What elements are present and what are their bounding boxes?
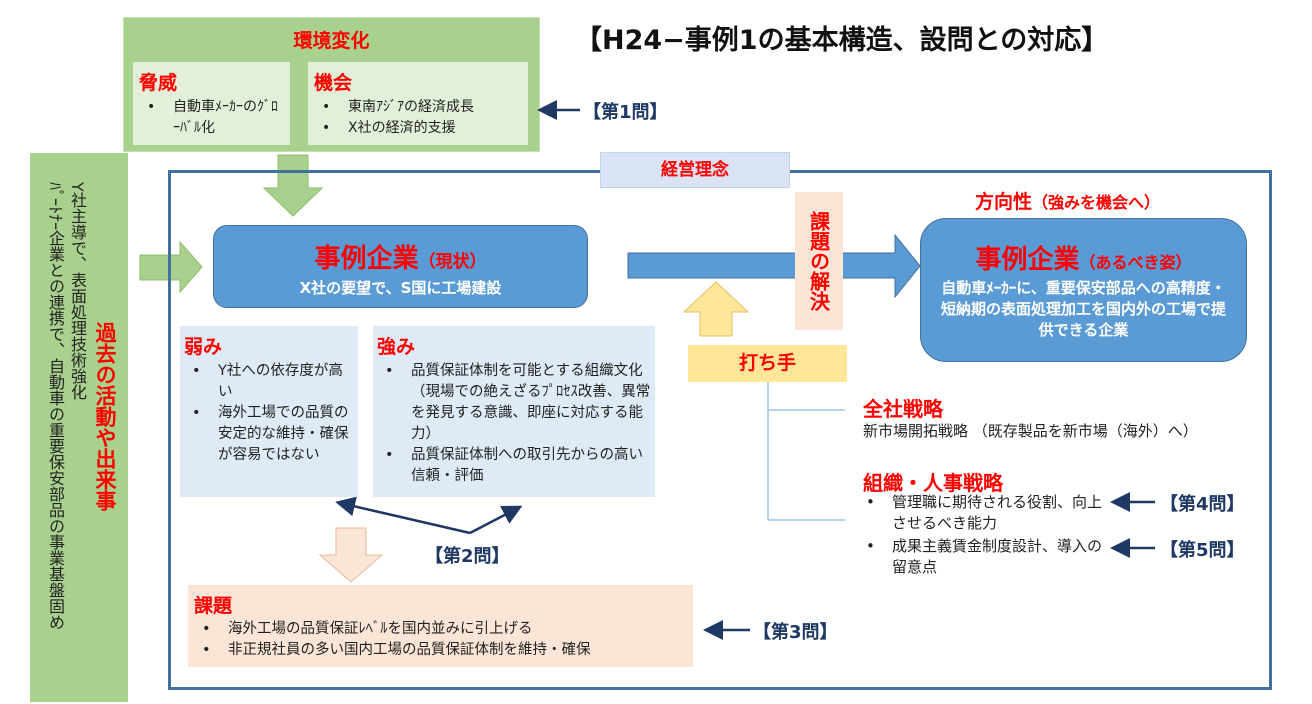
q2-arrow-left: [335, 496, 471, 535]
ideal-title: 事例企業: [975, 245, 1080, 275]
ideal-company-box: 事例企業（あるべき姿） 自動車ﾒｰｶｰに、重要保安部品への高精度・短納期の表面処…: [920, 218, 1247, 362]
opportunity-box: 機会 東南ｱｼﾞｱの経済成長X社の経済的支援: [308, 62, 528, 145]
q2-arrow-right: [469, 505, 523, 535]
hr-title: 組織・人事戦略: [863, 471, 1003, 495]
ideal-desc: 自動車ﾒｰｶｰに、重要保安部品への高精度・短納期の表面処理加工を国内外の工場で提…: [940, 279, 1226, 339]
issues-title: 課題: [194, 595, 233, 617]
measures-box: 打ち手: [688, 345, 847, 382]
strength-item: 品質保証体制を可能とする組織文化（現場での絶えざるﾌﾟﾛｾｽ改善、異常を発見する…: [377, 361, 651, 445]
strength-title: 強み: [377, 336, 416, 358]
up-arrow-yellow: [682, 281, 750, 337]
current-title: 事例企業: [314, 244, 419, 274]
issues-box: 課題 海外工場の品質保証ﾚﾍﾞﾙを国内並みに引上げる非正規社員の多い国内工場の品…: [188, 585, 693, 667]
threat-title: 脅威: [139, 72, 178, 94]
ideal-suffix: （あるべき姿）: [1079, 253, 1192, 272]
weakness-title: 弱み: [184, 336, 223, 358]
weakness-item: 海外工場での品質の安定的な維持・確保が容易ではない: [184, 403, 354, 466]
weakness-item: Y社への依存度が高い: [184, 361, 354, 403]
page-title: 【H24−事例1の基本構造、設問との対応】: [575, 25, 1109, 56]
big-right-arrow: [627, 233, 921, 299]
q4-label: 【第4問】: [1160, 494, 1245, 515]
issues-item: 非正規社員の多い国内工場の品質保証体制を維持・確保: [194, 640, 687, 661]
corporate-title: 全社戦略: [863, 397, 943, 421]
q5-label: 【第5問】: [1160, 540, 1245, 561]
solution-label: 課題の解決: [806, 211, 831, 311]
opportunity-title: 機会: [314, 72, 353, 94]
past-item: Y社主導で、表面処理技術強化: [68, 182, 87, 400]
environment-title: 環境変化: [293, 30, 370, 52]
direction-suffix: （強みを機会へ）: [1032, 193, 1161, 212]
q3-label: 【第3問】: [753, 622, 838, 643]
current-company-box: 事例企業（現状） X社の要望で、S国に工場建設: [213, 225, 588, 308]
philosophy-label: 経営理念: [661, 160, 729, 180]
past-items: Y社主導で、表面処理技術強化 ﾊﾟｰﾄﾅｰ企業との連携で、自動車の重要保安部品の…: [44, 158, 88, 698]
opportunity-item: X社の経済的支援: [314, 118, 522, 139]
solution-box: 課題の解決: [795, 192, 843, 330]
down-arrow-peach: [318, 527, 384, 583]
direction-label: 方向性: [975, 191, 1033, 213]
measures-label: 打ち手: [738, 352, 796, 374]
q2-label: 【第2問】: [425, 546, 510, 567]
hr-item: 管理職に期待される役割、向上させるべき能力: [858, 492, 1108, 534]
past-item: ﾊﾟｰﾄﾅｰ企業との連携で、自動車の重要保安部品の事業基盤固め: [46, 182, 65, 631]
past-box: [30, 153, 128, 702]
threat-box: 脅威 自動車ﾒｰｶｰのｸﾞﾛｰﾊﾞﾙ化: [133, 62, 290, 145]
strength-box: 強み 品質保証体制を可能とする組織文化（現場での絶えざるﾌﾟﾛｾｽ改善、異常を発…: [373, 326, 655, 497]
strength-item: 品質保証体制への取引先からの高い信頼・評価: [377, 445, 651, 487]
right-arrow-green: [139, 240, 203, 294]
hr-list: 管理職に期待される役割、向上させるべき能力 成果主義賃金制度設計、導入の留意点: [858, 492, 1108, 578]
weakness-box: 弱み Y社への依存度が高い海外工場での品質の安定的な維持・確保が容易ではない: [180, 326, 358, 497]
q1-label: 【第1問】: [583, 102, 668, 123]
opportunity-item: 東南ｱｼﾞｱの経済成長: [314, 97, 522, 118]
current-suffix: （現状）: [418, 252, 487, 272]
hr-item: 成果主義賃金制度設計、導入の留意点: [858, 536, 1108, 578]
philosophy-box: 経営理念: [600, 152, 790, 188]
current-desc: X社の要望で、S国に工場建設: [299, 279, 502, 297]
issues-item: 海外工場の品質保証ﾚﾍﾞﾙを国内並みに引上げる: [194, 619, 687, 640]
past-title: 過去の活動や出来事: [93, 322, 117, 511]
corporate-desc: 新市場開拓戦略 （既存製品を新市場（海外）へ）: [863, 422, 1198, 440]
direction-title: 方向性（強みを機会へ）: [975, 187, 1160, 214]
threat-item: 自動車ﾒｰｶｰのｸﾞﾛｰﾊﾞﾙ化: [139, 97, 284, 139]
